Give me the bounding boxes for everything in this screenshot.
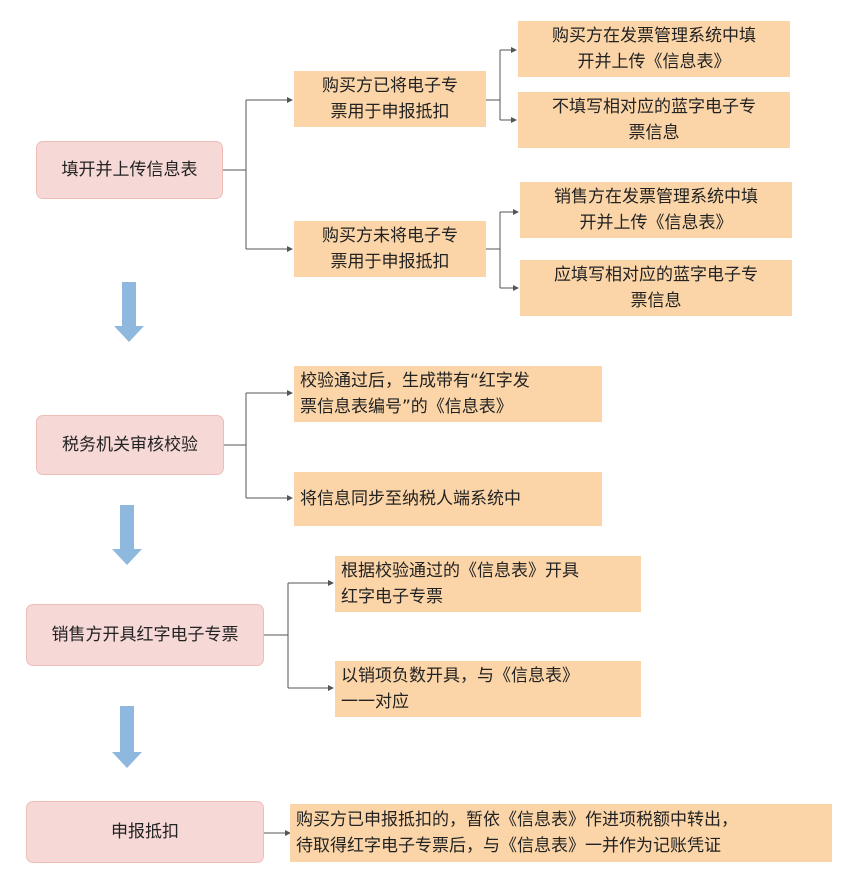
step-declare-deduct: 申报抵扣 xyxy=(26,801,264,863)
leaf-buyer-upload: 购买方在发票管理系统中填 开并上传《信息表》 xyxy=(518,21,790,77)
branch-buyer-declared: 购买方已将电子专 票用于申报抵扣 xyxy=(294,71,486,127)
step-label: 填开并上传信息表 xyxy=(61,160,198,180)
leaf-label: 不填写相对应的蓝字电子专 票信息 xyxy=(552,97,756,143)
leaf-label: 校验通过后，生成带有“红字发 票信息表编号”的《信息表》 xyxy=(300,371,530,417)
leaf-no-blue-info: 不填写相对应的蓝字电子专 票信息 xyxy=(518,92,790,148)
leaf-label: 根据校验通过的《信息表》开具 红字电子专票 xyxy=(341,561,579,607)
step-tax-review: 税务机关审核校验 xyxy=(36,415,224,475)
leaf-label: 将信息同步至纳税人端系统中 xyxy=(300,489,521,509)
leaf-seller-upload: 销售方在发票管理系统中填 开并上传《信息表》 xyxy=(520,182,792,238)
leaf-negative-output: 以销项负数开具，与《信息表》 一一对应 xyxy=(335,661,641,717)
leaf-fill-blue-info: 应填写相对应的蓝字电子专 票信息 xyxy=(520,260,792,316)
leaf-label: 应填写相对应的蓝字电子专 票信息 xyxy=(554,265,758,311)
branch-label: 购买方已将电子专 票用于申报抵扣 xyxy=(322,76,458,122)
step-fill-upload: 填开并上传信息表 xyxy=(36,141,223,199)
leaf-label: 以销项负数开具，与《信息表》 一一对应 xyxy=(341,666,579,712)
down-arrow-1 xyxy=(114,282,144,342)
leaf-label: 销售方在发票管理系统中填 开并上传《信息表》 xyxy=(554,187,758,233)
down-arrow-2 xyxy=(112,505,142,565)
step-label: 申报抵扣 xyxy=(111,822,179,842)
branch-buyer-not-declared: 购买方未将电子专 票用于申报抵扣 xyxy=(294,221,486,277)
step-issue-red-invoice: 销售方开具红字电子专票 xyxy=(26,604,264,666)
step-label: 销售方开具红字电子专票 xyxy=(51,625,239,645)
branch-label: 购买方未将电子专 票用于申报抵扣 xyxy=(322,226,458,272)
leaf-generate-table-number: 校验通过后，生成带有“红字发 票信息表编号”的《信息表》 xyxy=(294,366,602,422)
down-arrow-3 xyxy=(112,706,142,768)
leaf-label: 购买方在发票管理系统中填 开并上传《信息表》 xyxy=(552,26,756,72)
leaf-issue-per-table: 根据校验通过的《信息表》开具 红字电子专票 xyxy=(335,556,641,612)
step-label: 税务机关审核校验 xyxy=(62,435,198,455)
leaf-transfer-out-note: 购买方已申报抵扣的，暂依《信息表》作进项税额中转出， 待取得红字电子专票后，与《… xyxy=(290,804,832,862)
leaf-label: 购买方已申报抵扣的，暂依《信息表》作进项税额中转出， 待取得红字电子专票后，与《… xyxy=(296,810,738,856)
leaf-sync-taxpayer: 将信息同步至纳税人端系统中 xyxy=(294,472,602,526)
